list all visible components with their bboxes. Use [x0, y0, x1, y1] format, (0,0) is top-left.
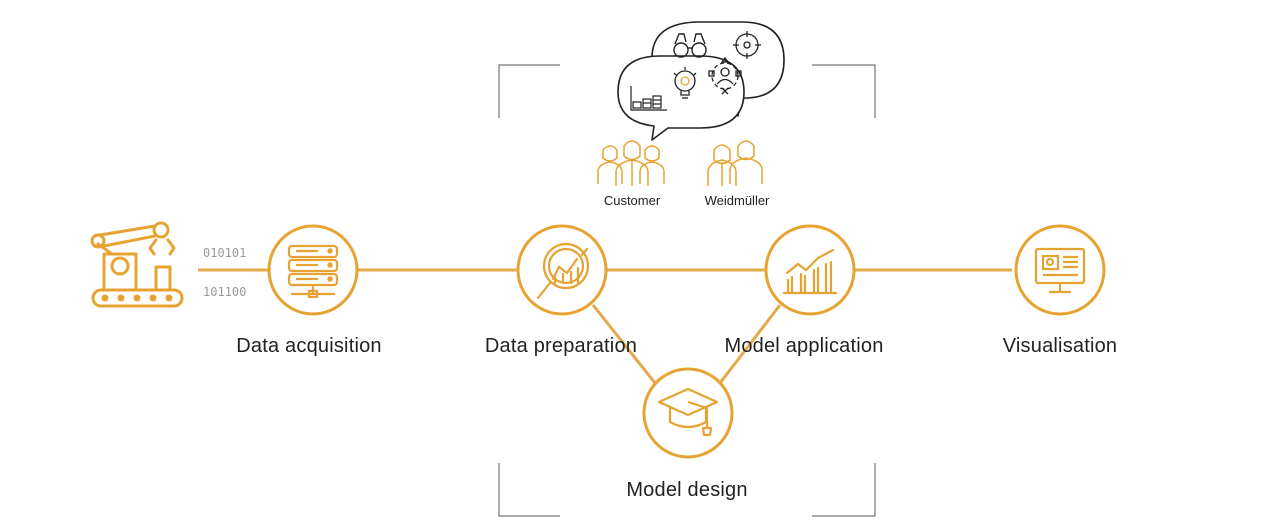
- dashboard-monitor-icon: [1034, 247, 1086, 294]
- network-person-icon: [708, 56, 742, 95]
- lightbulb-gear-icon: [673, 67, 697, 99]
- stage-label-design: Model design: [626, 479, 748, 501]
- robot-arm-conveyor-icon: [90, 221, 184, 308]
- stage-circle-application: [764, 224, 856, 316]
- stage-label-preparation: Data preparation: [484, 335, 638, 357]
- weidmueller-group-icon: [707, 140, 763, 186]
- speech-bubble-small: [617, 55, 745, 141]
- binary-code-bottom: 101100: [203, 285, 247, 299]
- stage-label-acquisition: Data acquisition: [236, 335, 382, 357]
- binary-code-top: 010101: [203, 246, 247, 260]
- stage-circle-visualisation: [1014, 224, 1106, 316]
- customer-group-icon: [597, 140, 665, 186]
- stage-circle-design: [642, 367, 734, 459]
- binoculars-icon: [673, 33, 707, 58]
- bar-chart-icon: [630, 86, 667, 111]
- customer-label: Customer: [603, 193, 661, 208]
- stage-circle-preparation: [516, 224, 608, 316]
- stage-label-application: Model application: [724, 335, 884, 357]
- bracket-frame: [498, 64, 876, 517]
- growth-chart-icon: [782, 248, 838, 295]
- magnifier-chart-icon: [536, 242, 590, 300]
- graduation-cap-icon: [657, 387, 719, 437]
- stage-circle-acquisition: [267, 224, 359, 316]
- stage-label-visualisation: Visualisation: [1002, 335, 1118, 357]
- target-icon: [733, 31, 761, 59]
- server-icon: [287, 244, 339, 299]
- weidmueller-label: Weidmüller: [704, 193, 770, 208]
